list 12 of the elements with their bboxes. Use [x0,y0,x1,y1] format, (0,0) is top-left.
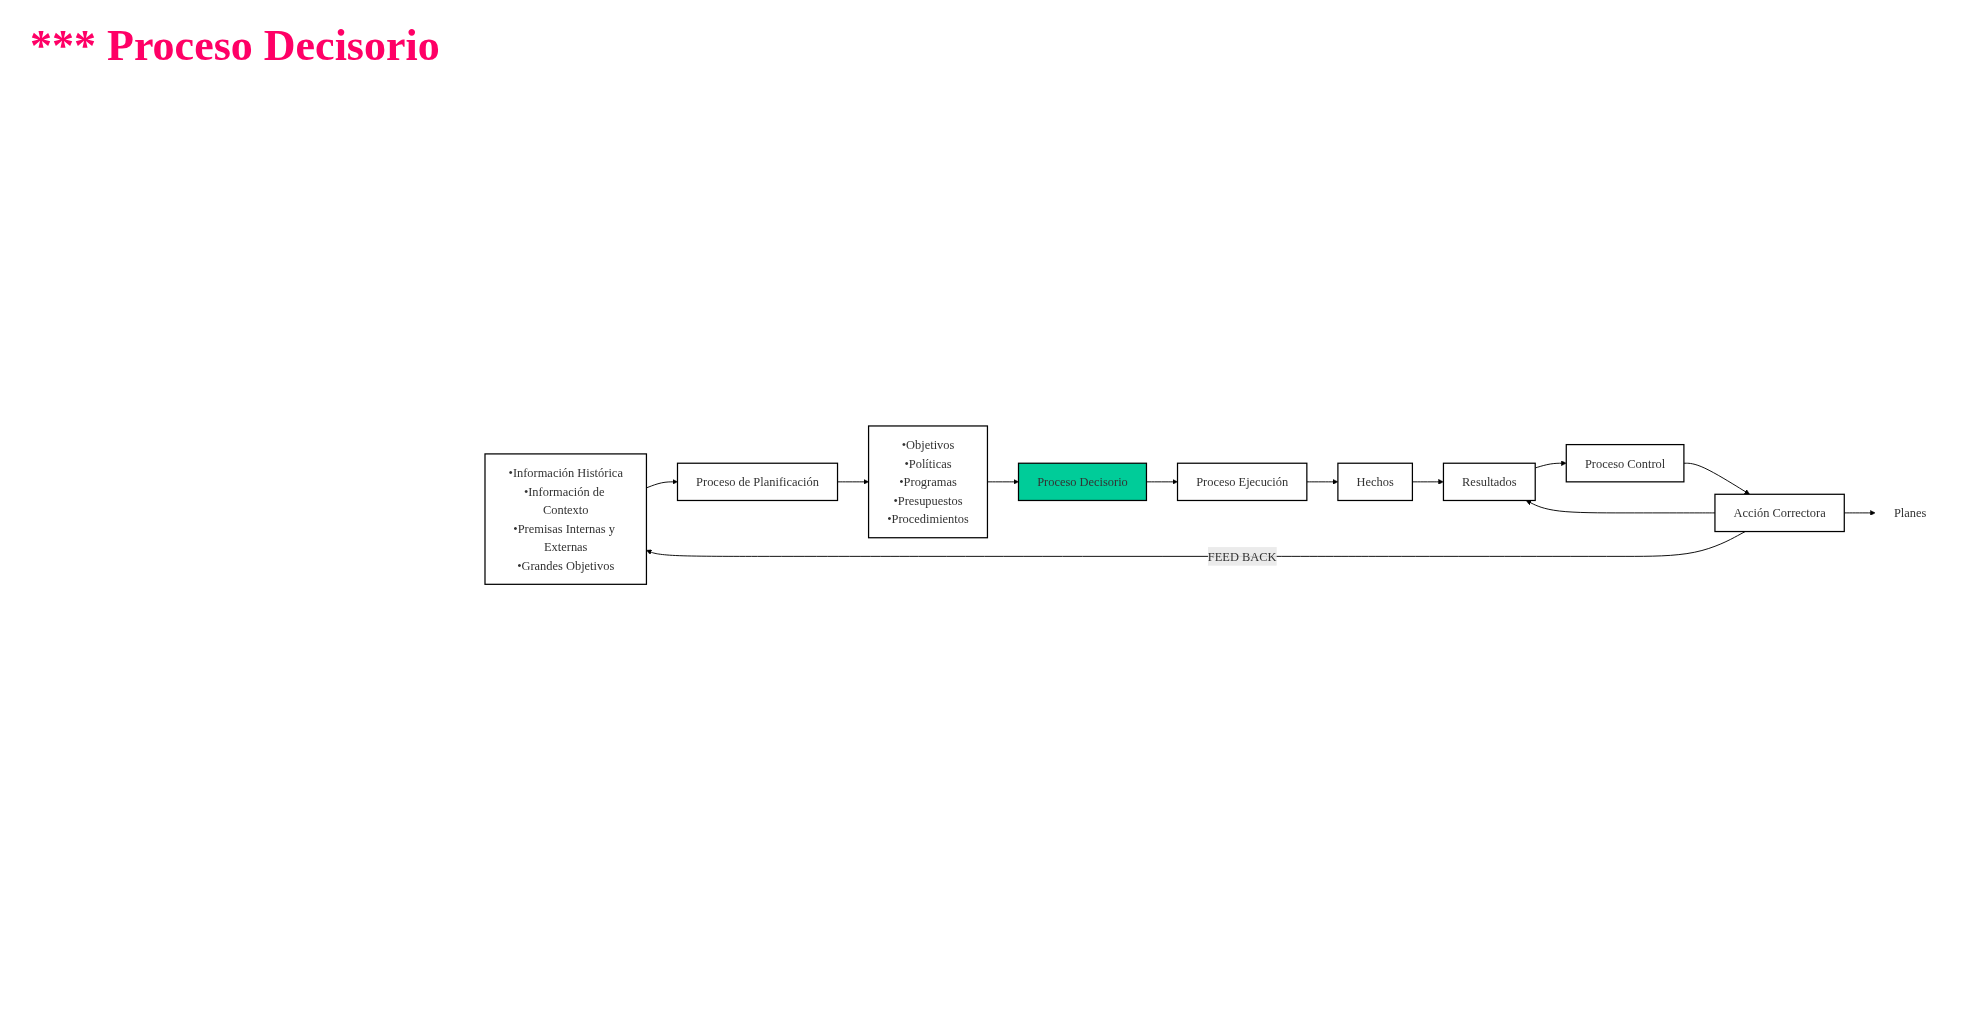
node-box: Proceso Decisorio [1017,462,1148,501]
node-box: Acción Correctora [1714,493,1845,532]
edge-label: FEED BACK [1207,549,1277,564]
node-text: Planes [1893,505,1927,520]
node-box: Hechos [1337,462,1413,501]
node-box: •Información Histórica •Información de Contexto •Premisas Internas y Externas •Grandes Objetivos [484,453,648,585]
note-text: *** Proceso Decisorio [30,20,440,71]
node-box: Proceso Control [1565,443,1685,483]
node-box: Resultados [1442,462,1536,501]
node-box: Proceso de Planificación [676,462,839,501]
node-box: Proceso Ejecución [1176,462,1308,501]
node-box: •Objetivos •Políticas •Programas •Presupuestos •Procedimientos [867,425,989,539]
